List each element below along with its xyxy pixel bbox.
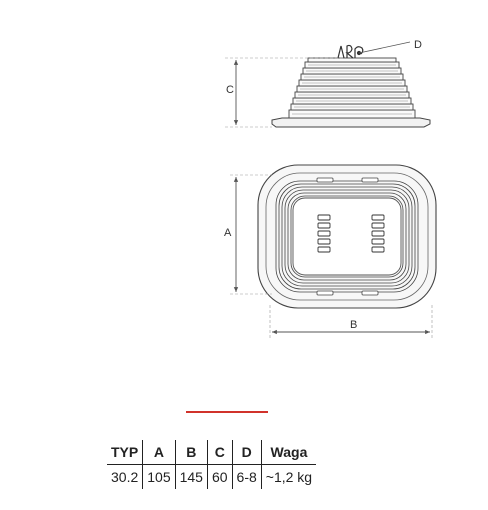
side-view-ribs <box>292 64 412 115</box>
header-b: B <box>174 440 208 465</box>
top-view-clamp-right <box>371 214 385 253</box>
cell-waga: ~1,2 kg <box>260 464 317 489</box>
spec-table-header-row: TYP A B C D Waga <box>107 440 317 465</box>
dimension-label-d: D <box>414 39 422 51</box>
spec-table-row: 30.2 105 145 60 6-8 ~1,2 kg <box>107 464 317 489</box>
top-view-slots <box>316 177 379 296</box>
header-c: C <box>206 440 233 465</box>
header-d: D <box>231 440 262 465</box>
dimension-leader-d <box>358 41 411 54</box>
dimension-label-b: B <box>350 319 357 331</box>
spec-table: TYP A B C D Waga 30.2 105 145 60 6-8 ~1,… <box>107 440 317 489</box>
cell-c: 60 <box>206 464 233 489</box>
header-typ: TYP <box>107 440 143 465</box>
cell-a: 105 <box>142 464 176 489</box>
cell-typ: 30.2 <box>111 469 139 485</box>
top-view-clamp-left <box>317 214 331 253</box>
header-a: A <box>142 440 176 465</box>
red-divider <box>186 411 268 413</box>
dimension-label-c: C <box>226 84 234 96</box>
side-view-clamp <box>337 44 364 59</box>
side-view-flange <box>271 117 431 128</box>
technical-drawing: C D <box>224 39 437 338</box>
cell-b: 145 <box>174 464 208 489</box>
top-view-rings <box>275 180 419 293</box>
cell-d: 6-8 <box>231 464 262 489</box>
dimension-label-a: A <box>224 227 232 239</box>
top-view: A B <box>224 164 437 338</box>
side-view-cone <box>288 57 416 119</box>
header-waga: Waga <box>260 440 317 465</box>
side-view: C D <box>225 39 431 128</box>
